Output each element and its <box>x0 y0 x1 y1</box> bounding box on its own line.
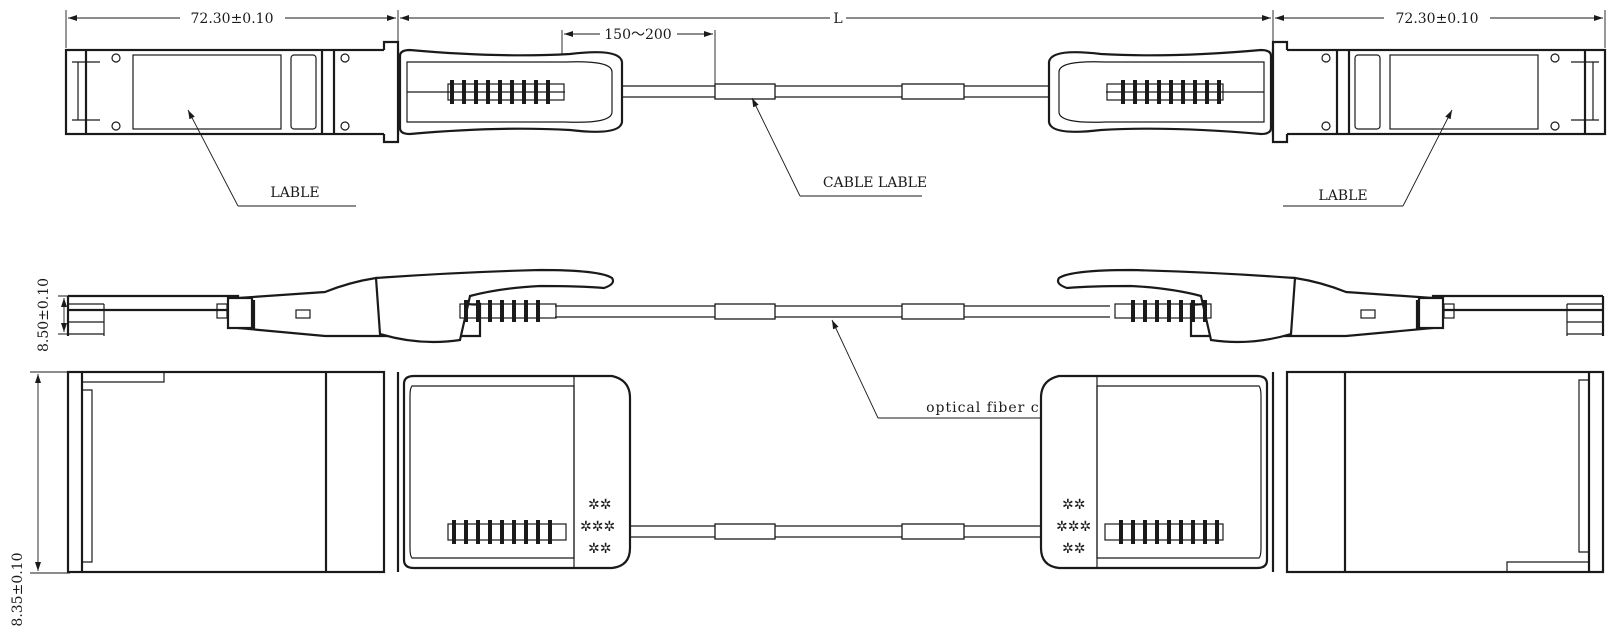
top-right-connector <box>1047 40 1607 144</box>
top-cable <box>560 83 1107 100</box>
dim-boot-length: 150～200 <box>604 27 671 43</box>
dim-width: 18.35±0.10 <box>10 553 26 627</box>
left-strain-relief <box>447 80 565 104</box>
bottom-view: 18.35±0.10 <box>10 370 1605 632</box>
svg-text:✲✲: ✲✲ <box>1062 541 1085 557</box>
top-left-connector <box>64 40 624 144</box>
right-strain-relief <box>1106 80 1224 104</box>
side-dimension: 8.50±0.10 <box>36 278 78 352</box>
dim-right-length: 72.30±0.10 <box>1396 11 1479 27</box>
dim-thickness: 8.50±0.10 <box>36 278 52 352</box>
svg-text:✲✲: ✲✲ <box>588 497 611 513</box>
dim-cable-length: L <box>833 11 842 27</box>
side-left-connector <box>66 268 615 344</box>
label-callout-left: LABLE <box>270 185 319 201</box>
side-view: 8.50±0.10 <box>36 268 1605 419</box>
bottom-dimension: 18.35±0.10 <box>10 371 70 632</box>
bottom-left-grip-icon: ✲✲ ✲✲✲ ✲✲ <box>580 497 615 557</box>
svg-text:✲✲: ✲✲ <box>588 541 611 557</box>
side-left-strain-relief <box>459 300 557 322</box>
label-callout-right: LABLE <box>1318 188 1367 204</box>
svg-text:✲✲✲: ✲✲✲ <box>580 519 615 535</box>
top-view: 72.30±0.10 L 72.30±0.10 150～200 <box>64 10 1607 207</box>
bottom-left-connector: ✲✲ ✲✲✲ ✲✲ <box>66 370 632 574</box>
side-right-connector <box>1056 268 1605 344</box>
bottom-right-strain-relief <box>1104 520 1224 544</box>
top-leaders: LABLE CABLE LABLE LABLE <box>187 97 1453 207</box>
svg-text:✲✲: ✲✲ <box>1062 497 1085 513</box>
cable-label-callout: CABLE LABLE <box>823 175 927 191</box>
side-cable <box>555 303 1110 320</box>
top-dimensions: 72.30±0.10 L 72.30±0.10 150～200 <box>65 10 1606 90</box>
bottom-right-grip-icon: ✲✲ ✲✲✲ ✲✲ <box>1056 497 1091 557</box>
bottom-left-strain-relief <box>447 520 567 544</box>
dim-left-length: 72.30±0.10 <box>191 11 274 27</box>
svg-text:✲✲✲: ✲✲✲ <box>1056 519 1091 535</box>
bottom-cable <box>620 523 1052 540</box>
bottom-right-connector <box>1039 370 1605 574</box>
side-right-strain-relief <box>1114 300 1212 322</box>
